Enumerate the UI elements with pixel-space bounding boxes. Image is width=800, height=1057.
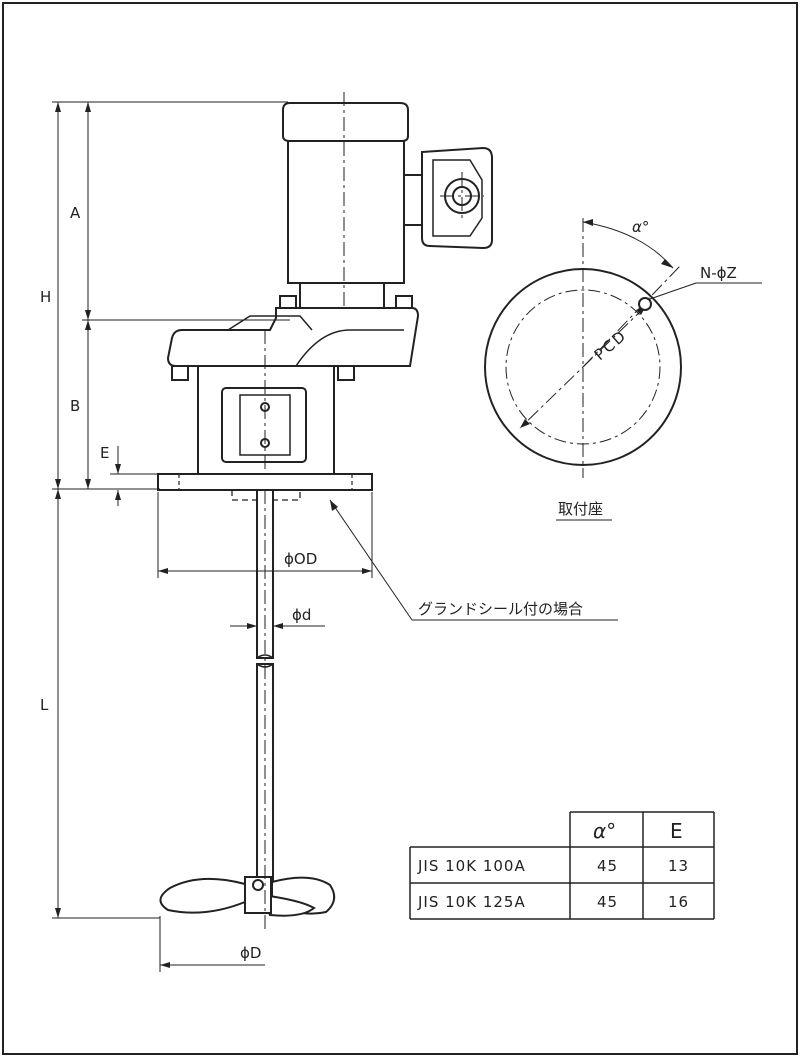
alpha-radial-line [582, 265, 681, 368]
mounting-flange [157, 473, 373, 491]
alpha-arrow-start [583, 219, 593, 226]
gear-casing [166, 307, 420, 367]
gear-casing-ridge [227, 315, 313, 331]
motor-top-cap [282, 102, 409, 142]
hub-bolt [252, 879, 264, 891]
center-lines [264, 92, 484, 930]
flange-caption: 取付座 [558, 500, 603, 518]
dimension-lines [52, 101, 618, 972]
alpha-arrow-end [661, 259, 673, 268]
table-row-name: JIS 10K 100A [417, 857, 526, 875]
table-row-e: 13 [668, 857, 689, 875]
spec-table [409, 811, 715, 920]
table-row-name: JIS 10K 125A [417, 893, 526, 911]
bolt-hole [638, 297, 652, 311]
table-header-alpha: α° [593, 819, 616, 843]
dimension-arrows [55, 102, 372, 968]
dim-label-e: E [100, 444, 109, 462]
gland-seal-note: グランドシール付の場合 [418, 600, 583, 618]
motor-body [287, 140, 405, 284]
impeller-blade-left [159, 877, 246, 914]
dim-label-a: A [70, 204, 81, 222]
dim-label-d: ϕd [292, 606, 311, 624]
dim-label-od: ϕOD [284, 550, 317, 568]
hole-spec-label: N-ϕZ [700, 264, 737, 282]
bolt-right-top [395, 295, 413, 309]
dim-label-b: B [70, 397, 80, 415]
dim-label-impeller-d: ϕD [240, 944, 261, 962]
table-row-alpha: 45 [597, 893, 618, 911]
dim-label-h: H [40, 288, 51, 306]
table-header-e: E [670, 819, 683, 843]
bolt-left-bottom [171, 365, 189, 381]
impeller-blade-front [260, 893, 316, 917]
bolt-left-top [279, 295, 297, 309]
table-row-alpha: 45 [597, 857, 618, 875]
terminal-box-inner [432, 159, 483, 237]
bolt-right-bottom [337, 365, 355, 381]
hole-leader [649, 282, 697, 300]
alpha-label: α° [632, 218, 649, 236]
gear-casing-curve [295, 329, 404, 367]
flange-top-view [484, 218, 762, 478]
table-row-e: 16 [668, 893, 689, 911]
mixer-assembly [157, 102, 493, 917]
alpha-arc [582, 221, 674, 269]
pcd-arrow-end [520, 419, 530, 428]
dim-label-l: L [40, 696, 49, 714]
motor-lower-band [299, 282, 385, 310]
